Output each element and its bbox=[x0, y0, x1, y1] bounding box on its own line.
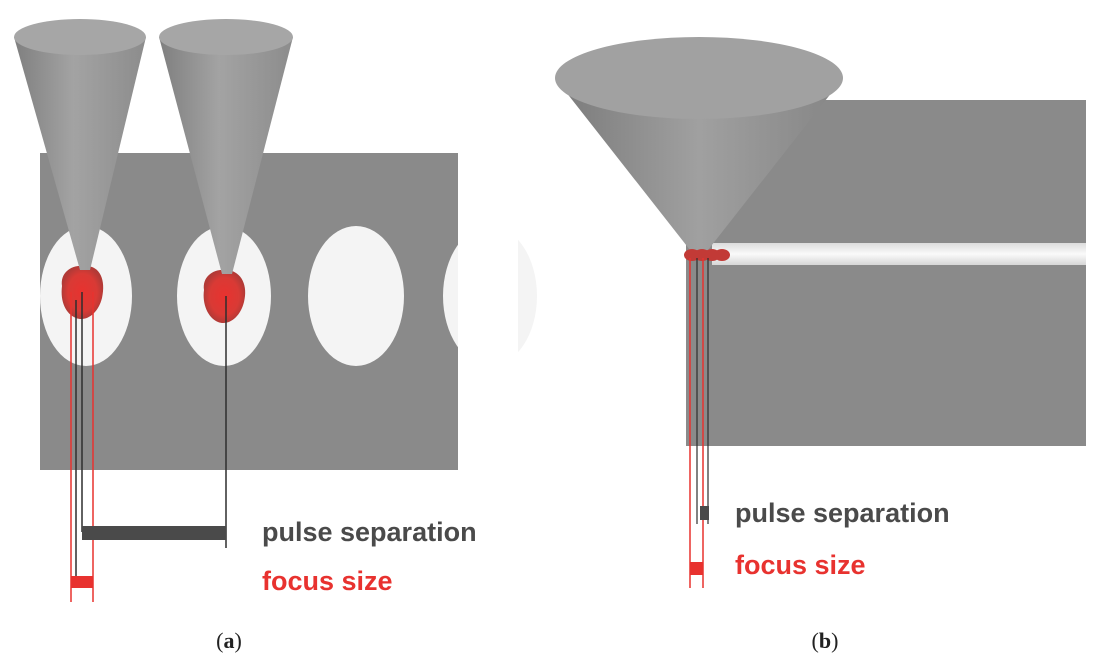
laser-cone-a2-top bbox=[159, 19, 293, 55]
pulse-separation-label-b: pulse separation bbox=[735, 498, 950, 528]
focus-spot-b4 bbox=[714, 249, 730, 261]
laser-cone-b bbox=[555, 78, 843, 250]
caption-b: (b) bbox=[812, 628, 839, 653]
focus-size-bar-b bbox=[690, 562, 703, 575]
panel-b: pulse separation focus size (b) bbox=[555, 37, 1086, 653]
laser-cone-a1 bbox=[14, 37, 146, 270]
caption-a: (a) bbox=[216, 628, 242, 653]
pulse-separation-bar-b bbox=[700, 506, 709, 520]
panel-a: pulse separation focus size (a) bbox=[14, 19, 537, 653]
cut-track-b bbox=[712, 243, 1086, 265]
hole-3 bbox=[308, 226, 404, 366]
focus-spot-a2 bbox=[203, 269, 246, 324]
pulse-separation-label-a: pulse separation bbox=[262, 517, 477, 547]
focus-size-label-a: focus size bbox=[262, 566, 393, 596]
laser-cone-b-top bbox=[555, 37, 843, 119]
laser-cone-a1-top bbox=[14, 19, 146, 55]
caption-a-letter: a bbox=[224, 628, 235, 653]
focus-size-bar-a bbox=[71, 576, 93, 588]
laser-cone-a2 bbox=[159, 37, 293, 274]
focus-size-label-b: focus size bbox=[735, 550, 866, 580]
caption-b-letter: b bbox=[819, 628, 831, 653]
pulse-separation-bar-a bbox=[82, 526, 226, 540]
